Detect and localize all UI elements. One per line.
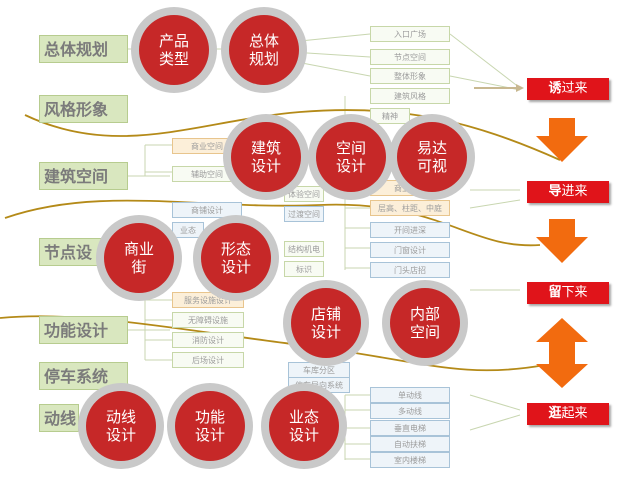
circle-accessibility: 易达 可视 [389,114,475,200]
box-arch-style: 建筑风格 [370,88,450,104]
category-circulation: 动线 [39,404,79,432]
box-multi-line: 多动线 [370,403,450,419]
stage-attract: 诱过来 [527,78,609,100]
category-architecture: 建筑空间 [39,162,128,190]
box-structure-mep: 结构机电 [284,241,324,257]
box-business-format: 业态 [172,222,204,238]
circle-arch-design: 建筑 设计 [223,114,309,200]
box-experience-space: 体验空间 [284,186,324,202]
box-barrier-free: 无障碍设施 [172,312,244,328]
box-spirit: 精神 [370,108,410,124]
box-node-space: 节点空间 [370,49,450,65]
box-signage: 标识 [284,261,324,277]
box-vertical-elevator: 垂直电梯 [370,420,450,436]
box-bay-depth: 开间进深 [370,222,450,238]
box-entrance-plaza: 入口广场 [370,26,450,42]
circle-function-design: 功能 设计 [167,383,253,469]
box-height-column-atrium: 层高、柱距、中庭 [370,200,450,216]
stage-stay: 留下来 [527,282,609,304]
stage-guide: 导进来 [527,181,609,203]
circle-circulation-design: 动线 设计 [78,383,164,469]
box-single-line: 单动线 [370,387,450,403]
box-indoor-stairs: 室内楼梯 [370,452,450,468]
category-function: 功能设计 [39,316,128,344]
box-backstage-design: 后场设计 [172,352,244,368]
circle-product-type: 产品 类型 [131,7,217,93]
circle-commercial-street: 商业 街 [96,215,182,301]
circle-form-design: 形态 设计 [193,215,279,301]
box-storefront-sign: 门头店招 [370,262,450,278]
stage-stroll: 逛起来 [527,403,609,425]
flow-arrows [536,118,588,388]
category-node: 节点设 [39,238,103,266]
box-door-window: 门窗设计 [370,242,450,258]
double-arrow-icon [536,318,588,388]
category-style: 风格形象 [39,95,128,123]
box-escalator: 自动扶梯 [370,436,450,452]
box-transition-space: 过渡空间 [284,206,324,222]
arrow-down-icon [536,219,588,263]
circle-space-design: 空间 设计 [308,114,394,200]
stage-pointer-arrow [474,84,524,92]
arrow-down-icon [536,118,588,162]
circle-inner-space: 内部 空间 [382,280,468,366]
circle-overall-plan: 总体 规划 [221,7,307,93]
circle-format-design: 业态 设计 [261,383,347,469]
circle-shop-design: 店铺 设计 [283,280,369,366]
box-shop-design: 商铺设计 [172,202,242,218]
category-overall-plan: 总体规划 [39,35,128,63]
box-fire-design: 消防设计 [172,332,244,348]
box-overall-image: 整体形象 [370,68,450,84]
